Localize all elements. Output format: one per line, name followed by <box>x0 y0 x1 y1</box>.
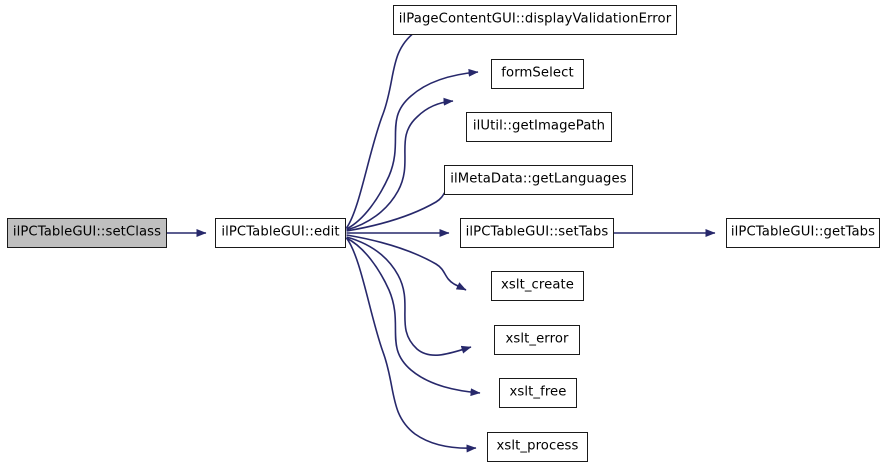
node-edit[interactable]: ilPCTableGUI::edit <box>215 218 346 248</box>
edge-edit-to-xslt_create <box>346 234 467 291</box>
node-setclass[interactable]: ilPCTableGUI::setClass <box>7 218 167 248</box>
node-label: ilPCTableGUI::setTabs <box>465 224 609 240</box>
node-label: xslt_error <box>505 331 569 347</box>
node-formselect[interactable]: formSelect <box>491 59 584 89</box>
edge-edit-to-xslt_free <box>346 237 481 397</box>
node-xslt-free[interactable]: xslt_free <box>499 378 577 408</box>
node-getlanguages[interactable]: ilMetaData::getLanguages <box>444 165 633 195</box>
node-getimagepath[interactable]: ilUtil::getImagePath <box>466 112 612 142</box>
node-label: ilPageContentGUI::displayValidationError <box>398 11 672 27</box>
edge-edit-to-xslt_process <box>345 237 477 453</box>
node-gettabs[interactable]: ilPCTableGUI::getTabs <box>726 218 880 248</box>
edge-edit-to-formSelect <box>346 68 479 230</box>
node-label: xslt_process <box>496 438 579 454</box>
node-settabs[interactable]: ilPCTableGUI::setTabs <box>460 218 614 248</box>
node-xslt-error[interactable]: xslt_error <box>494 325 580 355</box>
node-label: formSelect <box>501 65 574 81</box>
node-label: ilPCTableGUI::getTabs <box>730 224 876 240</box>
node-label: xslt_free <box>509 384 567 400</box>
node-xslt-process[interactable]: xslt_process <box>487 432 588 462</box>
edge-edit-to-displayValidationError <box>345 25 423 229</box>
node-label: xslt_create <box>500 277 575 293</box>
node-label: ilUtil::getImagePath <box>472 118 606 134</box>
node-displayvalidationerror[interactable]: ilPageContentGUI::displayValidationError <box>393 5 677 35</box>
node-label: ilPCTableGUI::setClass <box>12 224 162 240</box>
node-xslt-create[interactable]: xslt_create <box>491 271 584 301</box>
edge-edit-to-getImagePath <box>346 97 454 231</box>
node-label: ilMetaData::getLanguages <box>450 171 627 187</box>
edge-edit-to-xslt_error <box>346 236 472 357</box>
node-label: ilPCTableGUI::edit <box>221 224 340 240</box>
